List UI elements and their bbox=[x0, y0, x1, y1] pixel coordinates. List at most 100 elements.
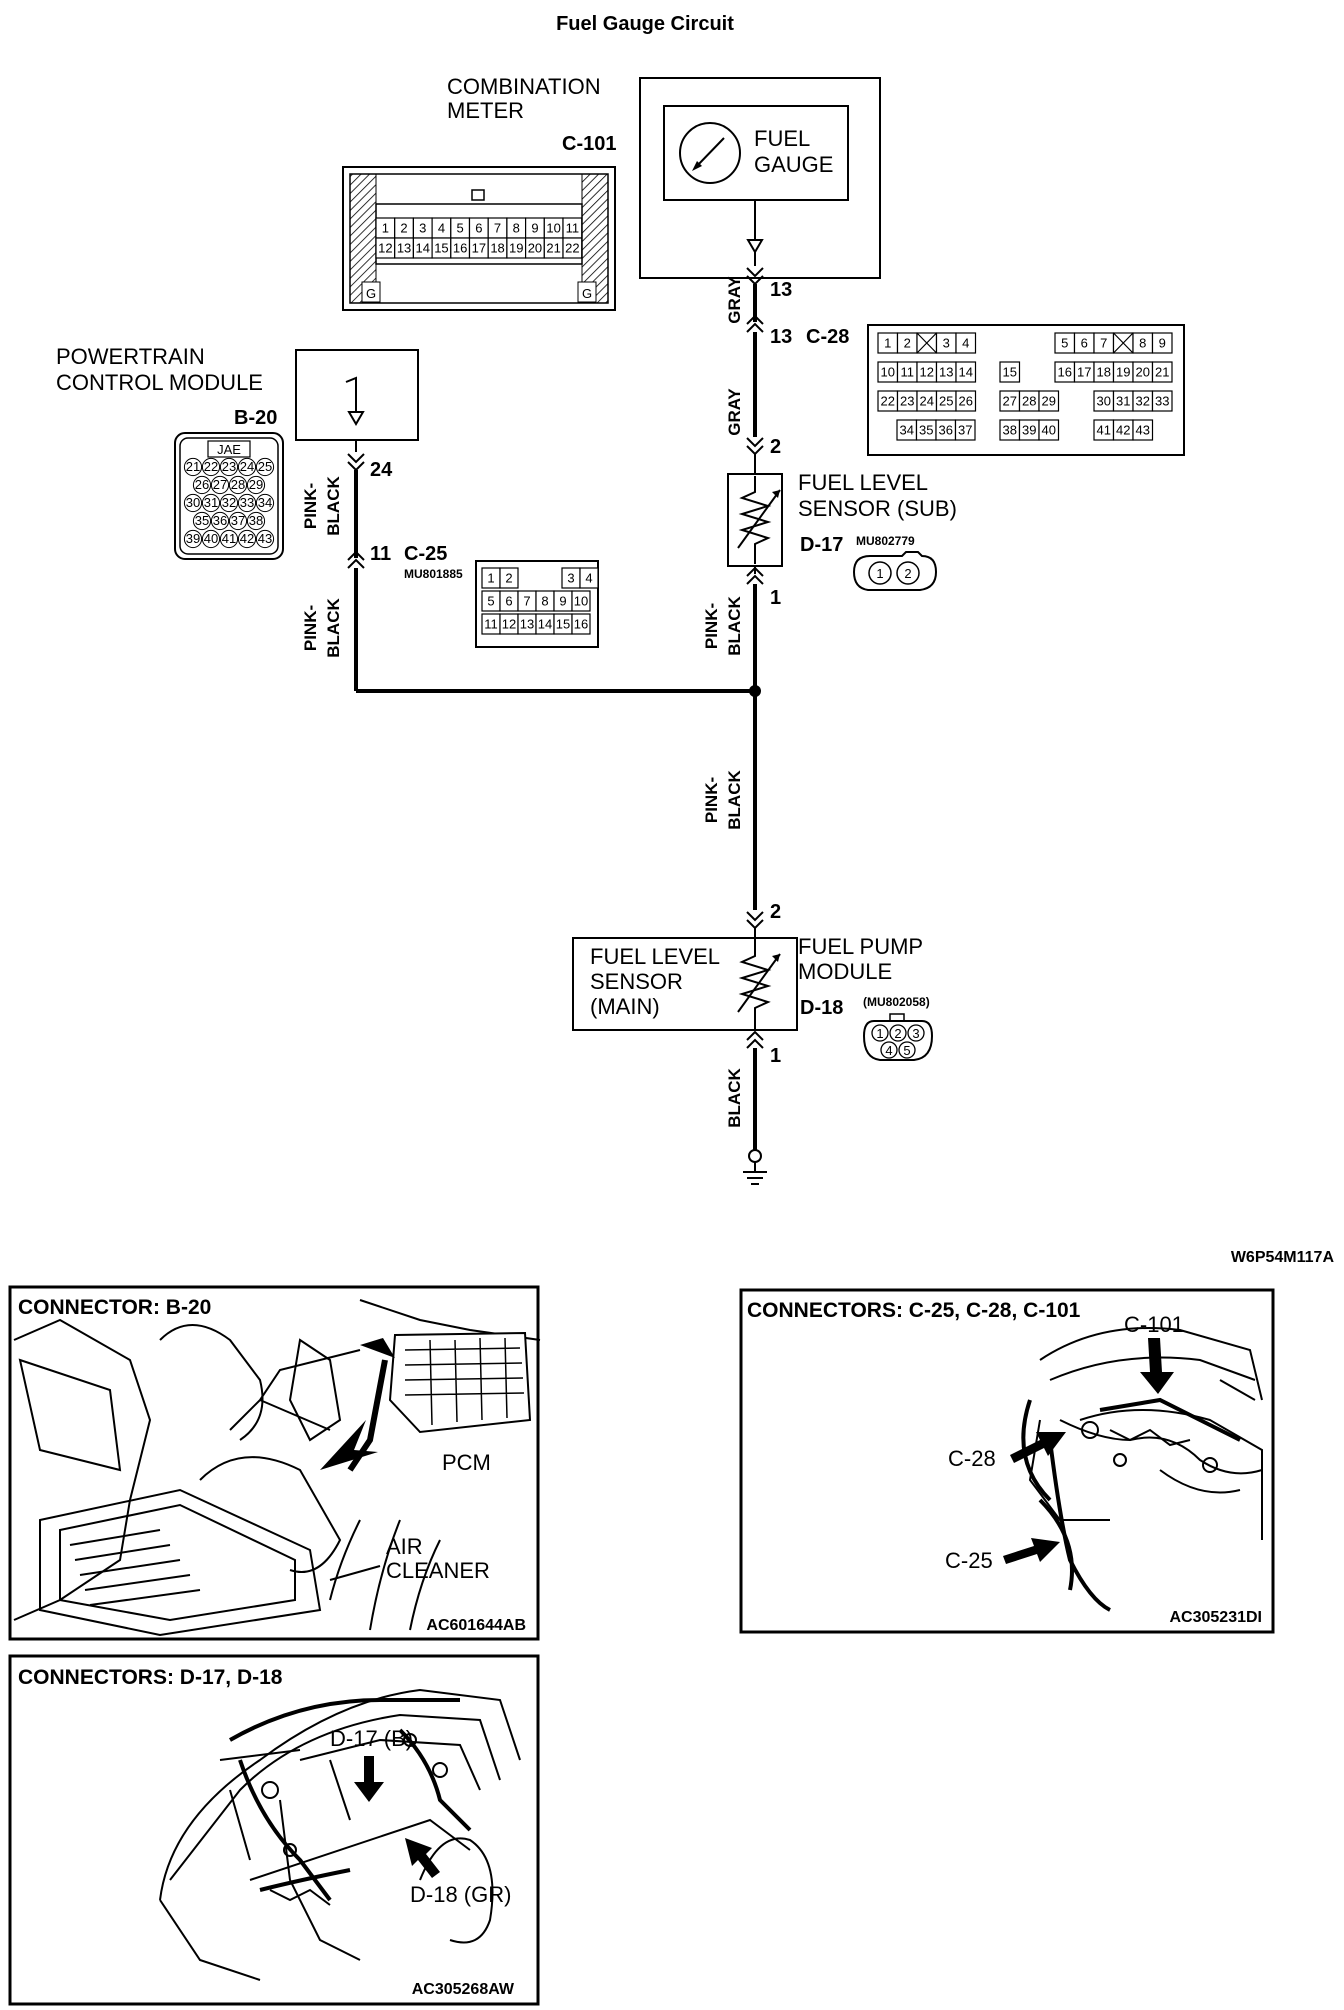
c28-pin-26: 26 bbox=[959, 393, 973, 408]
c28-pin-21: 21 bbox=[1155, 364, 1169, 379]
main-sensor-box-label-2: SENSOR bbox=[590, 969, 683, 994]
pcm-label-2: CONTROL MODULE bbox=[56, 370, 263, 395]
d18-pin-4: 4 bbox=[885, 1043, 892, 1058]
d18-pointer-arrow-icon bbox=[405, 1838, 440, 1878]
pin-c101-13: 13 bbox=[770, 279, 792, 301]
c101-pin-3: 3 bbox=[419, 220, 426, 235]
c28-pin-40-cell bbox=[1038, 419, 1060, 441]
gauge-dial-icon bbox=[679, 122, 741, 184]
c28-pin-2: 2 bbox=[904, 335, 911, 350]
c28-pin-20: 20 bbox=[1136, 364, 1150, 379]
panel-b20-code: AC601644AB bbox=[426, 1617, 526, 1634]
c101-pin-10: 10 bbox=[546, 220, 560, 235]
c28-pin-29-cell bbox=[1038, 390, 1060, 412]
b20-pin-36: 36 bbox=[213, 513, 227, 528]
b20-pin-39: 39 bbox=[186, 531, 200, 546]
c101-pin-22: 22 bbox=[565, 240, 579, 255]
combination-meter: COMBINATION METER C-101 FUEL GAUGE bbox=[447, 74, 881, 279]
pin-sub-2: 2 bbox=[770, 436, 781, 458]
c28-pin-18: 18 bbox=[1097, 364, 1111, 379]
main-sensor-box-label-3: (MAIN) bbox=[590, 994, 660, 1019]
c28-pointer-arrow-icon bbox=[1010, 1432, 1066, 1463]
engine-bay-illustration bbox=[13, 1299, 541, 1637]
wire-color-pink-black-4b: BLACK bbox=[324, 598, 343, 658]
c101-pin-21: 21 bbox=[546, 240, 560, 255]
combination-meter-box bbox=[639, 77, 881, 279]
c25-pin-11: 11 bbox=[484, 616, 498, 631]
c28-pin-26-cell bbox=[955, 390, 977, 412]
c28-pin-36: 36 bbox=[939, 422, 953, 437]
c28-pin-27: 27 bbox=[1003, 393, 1017, 408]
d18-connector-label: D-18 bbox=[800, 997, 843, 1019]
b20-pin-30: 30 bbox=[186, 495, 200, 510]
b20-pin-39-cell bbox=[183, 529, 203, 549]
wire-color-pink-black-2b: BLACK bbox=[725, 770, 744, 830]
b20-pin-38-cell bbox=[246, 511, 266, 531]
c101-pin-8: 8 bbox=[513, 220, 520, 235]
c25-pin-15: 15 bbox=[556, 616, 570, 631]
c28-pin-blank-2-blank bbox=[916, 332, 937, 354]
c28-pin-40: 40 bbox=[1042, 422, 1056, 437]
c28-pin-24: 24 bbox=[920, 393, 934, 408]
gauge-wire bbox=[572, 252, 798, 1185]
sub-sensor-label-2: SENSOR (SUB) bbox=[798, 496, 957, 521]
c28-pin-8: 8 bbox=[1139, 335, 1146, 350]
c28-pin-7: 7 bbox=[1100, 335, 1107, 350]
b20-pin-27: 27 bbox=[213, 477, 227, 492]
c28-pin-13: 13 bbox=[939, 364, 953, 379]
b20-pin-33: 33 bbox=[240, 495, 254, 510]
d17-pin-1: 1 bbox=[876, 566, 883, 581]
b20-pointer-arrow-icon bbox=[320, 1420, 378, 1470]
c28-pin-34: 34 bbox=[900, 422, 914, 437]
c25-pin-2-cell bbox=[499, 567, 519, 589]
main-sensor-box-label-1: FUEL LEVEL bbox=[590, 944, 720, 969]
c28-callout: C-28 bbox=[948, 1446, 996, 1471]
vehicle-body-illustration bbox=[159, 1688, 521, 1981]
c28-pin-10: 10 bbox=[881, 364, 895, 379]
combination-meter-label-2: METER bbox=[447, 98, 524, 123]
c101-pin-4: 4 bbox=[438, 220, 445, 235]
pin-sub-1: 1 bbox=[770, 587, 781, 609]
air-cleaner-callout-2: CLEANER bbox=[386, 1558, 490, 1583]
c28-pin-3: 3 bbox=[943, 335, 950, 350]
c101-pin-11: 11 bbox=[566, 220, 580, 235]
b20-pin-31-cell bbox=[201, 493, 221, 513]
c28-pin-11: 11 bbox=[901, 364, 915, 379]
powertrain-control-module: POWERTRAIN CONTROL MODULE B-20 bbox=[56, 344, 419, 441]
panel-c25-title: CONNECTORS: C-25, C-28, C-101 bbox=[747, 1299, 1081, 1322]
b20-pin-22: 22 bbox=[204, 459, 218, 474]
sub-sensor-label-1: FUEL LEVEL bbox=[798, 470, 928, 495]
main-sensor-box bbox=[572, 937, 798, 1031]
b20-pin-41-cell bbox=[219, 529, 239, 549]
c28-pin-4-cell bbox=[955, 332, 977, 354]
b20-pin-32: 32 bbox=[222, 495, 236, 510]
d17-connector-face: 1 2 bbox=[852, 551, 938, 591]
c28-pin-9: 9 bbox=[1159, 335, 1166, 350]
c28-pin-42: 42 bbox=[1116, 422, 1130, 437]
dashboard-illustration bbox=[1021, 1327, 1263, 1612]
c101-pin-7: 7 bbox=[494, 220, 501, 235]
wire-color-gray-2: GRAY bbox=[725, 388, 744, 436]
b20-pin-40-cell bbox=[201, 529, 221, 549]
c25-pin-10-cell bbox=[571, 590, 591, 612]
b20-pin-28: 28 bbox=[231, 477, 245, 492]
c101-pin-6: 6 bbox=[475, 220, 482, 235]
wire-color-pink-black-3a: PINK- bbox=[301, 483, 320, 529]
c28-pin-blank-8-blank bbox=[1113, 332, 1134, 354]
c28-pin-14-cell bbox=[955, 361, 977, 383]
c101-pin-9: 9 bbox=[531, 220, 538, 235]
d18-pin-5: 5 bbox=[903, 1043, 910, 1058]
b20-maker-mark: JAE bbox=[217, 442, 241, 457]
c28-pin-15: 15 bbox=[1003, 364, 1017, 379]
d18-pin-2: 2 bbox=[894, 1026, 901, 1041]
wire-color-pink-black-4a: PINK- bbox=[301, 605, 320, 651]
panel-connectors-d17-d18: CONNECTORS: D-17, D-18 D-17 (B) D-18 (GR… bbox=[8, 1654, 540, 2006]
c28-pin-43-cell bbox=[1132, 419, 1154, 441]
panel-d17-code: AC305268AW bbox=[412, 1981, 515, 1998]
c28-pin-37: 37 bbox=[958, 422, 972, 437]
pin-main-1: 1 bbox=[770, 1045, 781, 1067]
c28-pin-31: 31 bbox=[1116, 393, 1130, 408]
c28-pin-38: 38 bbox=[1003, 422, 1017, 437]
b20-pin-23-cell bbox=[219, 457, 239, 477]
